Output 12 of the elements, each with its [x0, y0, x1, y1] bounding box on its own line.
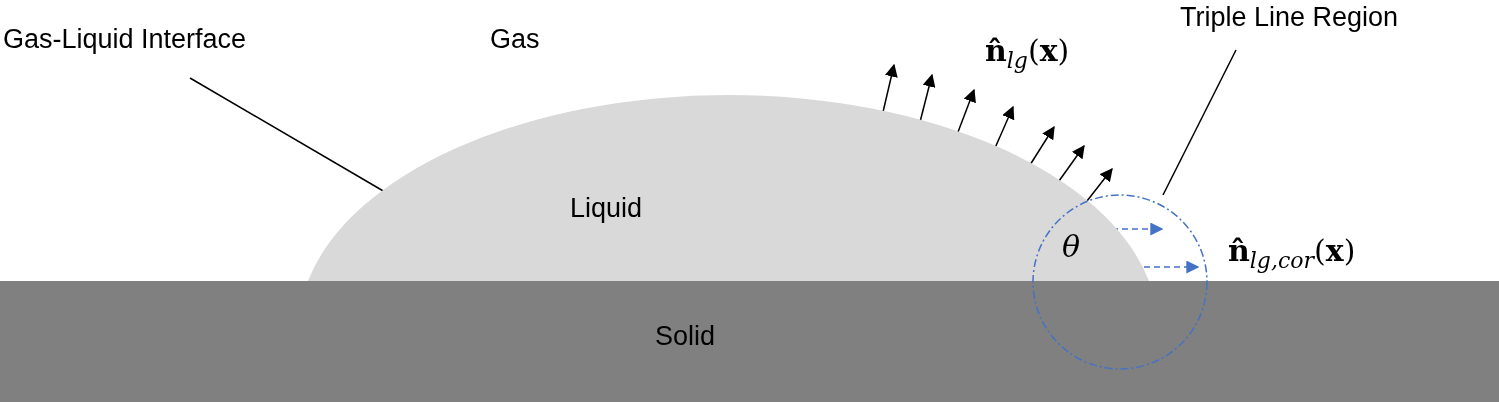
liquid-droplet	[308, 95, 1149, 281]
triple-line-region-circle	[1032, 194, 1208, 370]
leader-line	[1162, 49, 1237, 196]
vector-symbol: n̂$_{lg,cor}$(x)	[1228, 236, 1356, 272]
vector-symbol: n̂$_{lg}$(x)	[985, 36, 1070, 72]
region-label: Solid	[655, 323, 716, 350]
solid-substrate	[0, 281, 1499, 402]
region-label: Liquid	[570, 195, 643, 222]
callout-label: Triple Line Region	[1180, 4, 1399, 31]
region-label: Gas	[490, 26, 540, 53]
callout-label: Gas-Liquid Interface	[3, 26, 247, 53]
angle-symbol: θ	[1062, 232, 1081, 262]
